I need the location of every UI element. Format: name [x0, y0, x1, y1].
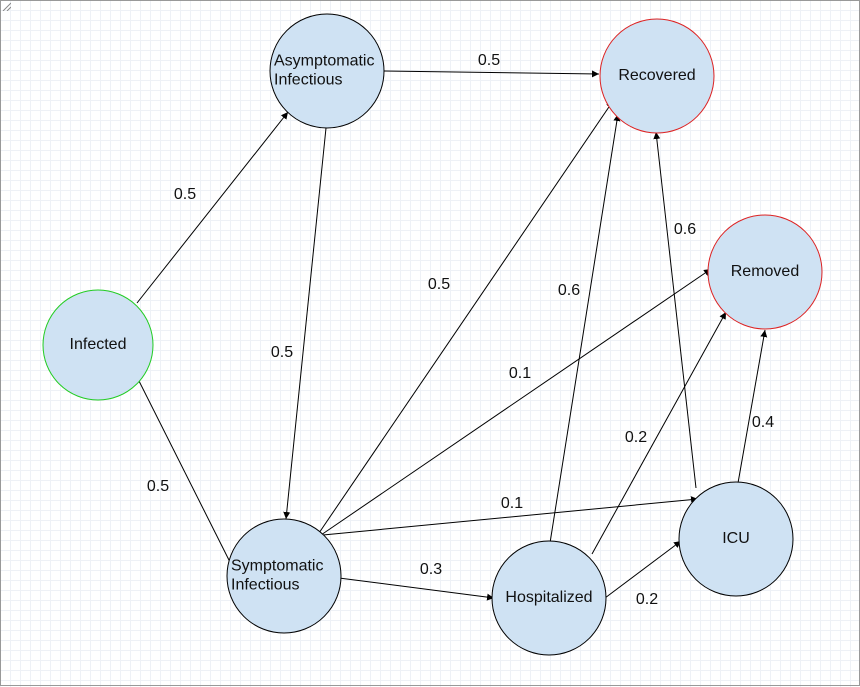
node-removed-circle — [707, 214, 823, 330]
edge-infected-to-symptomatic[interactable] — [137, 378, 238, 577]
node-icu-circle — [678, 481, 794, 597]
edge-label-symptomatic-to-icu: 0.1 — [501, 495, 523, 512]
edge-symptomatic-to-hospitalized[interactable] — [338, 577, 495, 601]
edge-asymptomatic-to-symptomatic[interactable] — [283, 127, 327, 520]
node-symptomatic-label: Infectious — [231, 577, 299, 594]
edge-label-hospitalized-to-removed: 0.2 — [625, 429, 647, 446]
node-infected-circle — [42, 289, 154, 401]
edge-label-asymptomatic-to-recovered: 0.5 — [478, 52, 500, 69]
node-asymptomatic-circle — [269, 13, 385, 129]
node-icu-label: ICU — [722, 530, 750, 547]
node-removed-label: Removed — [731, 263, 799, 280]
edge-symptomatic-to-icu[interactable] — [322, 496, 699, 536]
node-recovered-label: Recovered — [618, 67, 695, 84]
edge-label-hospitalized-to-recovered: 0.6 — [558, 282, 580, 299]
node-asymptomatic-label: Asymptomatic — [274, 53, 374, 70]
node-hospitalized-circle — [491, 540, 607, 656]
edge-label-infected-to-asymptomatic: 0.5 — [174, 186, 196, 203]
edge-hospitalized-to-removed[interactable] — [591, 311, 727, 555]
edge-icu-to-recovered[interactable] — [653, 131, 697, 489]
node-hospitalized[interactable]: Hospitalized — [491, 540, 607, 656]
node-recovered[interactable]: Recovered — [599, 18, 715, 134]
edge-label-symptomatic-to-recovered: 0.5 — [428, 276, 450, 293]
node-icu[interactable]: ICU — [678, 481, 794, 597]
edge-infected-to-asymptomatic[interactable] — [136, 111, 289, 304]
edge-label-icu-to-removed: 0.4 — [752, 414, 774, 431]
edge-icu-to-removed[interactable] — [737, 329, 768, 484]
edge-label-hospitalized-to-icu: 0.2 — [636, 591, 658, 608]
edge-label-symptomatic-to-hospitalized: 0.3 — [420, 561, 442, 578]
resize-grip-icon[interactable] — [1, 1, 11, 11]
edge-symptomatic-to-removed[interactable] — [320, 268, 712, 536]
edge-hospitalized-to-icu[interactable] — [604, 540, 682, 599]
node-symptomatic-circle — [226, 518, 342, 634]
edge-label-icu-to-recovered: 0.6 — [674, 221, 696, 238]
node-symptomatic-label: Symptomatic — [231, 558, 323, 575]
node-infected-label: Infected — [70, 336, 127, 353]
edge-asymptomatic-to-recovered[interactable] — [383, 70, 600, 78]
node-recovered-circle — [599, 18, 715, 134]
edge-label-asymptomatic-to-symptomatic: 0.5 — [271, 344, 293, 361]
edge-label-infected-to-symptomatic: 0.5 — [147, 478, 169, 495]
node-removed[interactable]: Removed — [707, 214, 823, 330]
edge-symptomatic-to-recovered[interactable] — [318, 100, 614, 534]
node-asymptomatic-label: Infectious — [274, 72, 342, 89]
node-infected[interactable]: Infected — [42, 289, 154, 401]
edge-label-symptomatic-to-removed: 0.1 — [509, 365, 531, 382]
edge-hospitalized-to-recovered[interactable] — [549, 113, 621, 544]
node-hospitalized-label: Hospitalized — [505, 589, 592, 606]
